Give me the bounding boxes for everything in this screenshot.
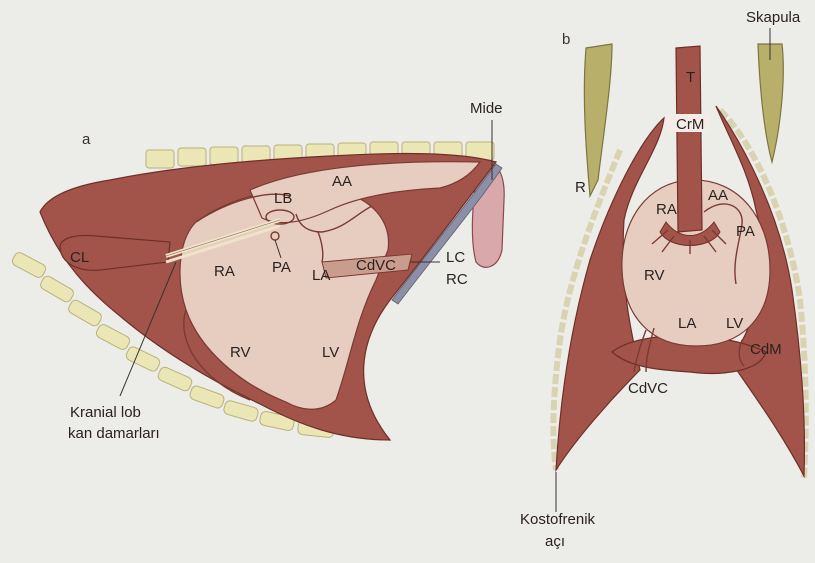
panel-a: a Mide LB AA CL RA PA LA CdVC LC RC RV L… — [11, 100, 504, 442]
label-b-r: R — [575, 179, 586, 196]
label-a-lv: LV — [322, 344, 339, 361]
label-a-rv: RV — [230, 344, 251, 361]
label-b-la: LA — [678, 315, 696, 332]
caption-b-line1: Kostofrenik — [520, 511, 596, 528]
label-b-ra: RA — [656, 201, 677, 218]
label-a-lc: LC — [446, 249, 465, 266]
label-b-cdvc: CdVC — [628, 380, 668, 397]
label-mide: Mide — [470, 100, 503, 117]
label-b-cdm: CdM — [750, 341, 782, 358]
caption-a-line2: kan damarları — [68, 425, 160, 442]
label-b-aa: AA — [708, 187, 728, 204]
panel-b: b Skapula T CrM R RA AA PA RV LA LV CdM … — [520, 9, 806, 550]
label-a-cl: CL — [70, 249, 89, 266]
scapula-right — [758, 44, 783, 162]
caption-b-line2: açı — [545, 533, 565, 550]
caption-a-line1: Kranial lob — [70, 404, 141, 421]
label-a-rc: RC — [446, 271, 468, 288]
label-skapula: Skapula — [746, 9, 801, 26]
label-a-lb: LB — [274, 190, 292, 207]
label-b-crm: CrM — [676, 116, 704, 133]
label-a-ra: RA — [214, 263, 235, 280]
label-a-aa: AA — [332, 173, 352, 190]
label-b-rv: RV — [644, 267, 665, 284]
panel-a-letter: a — [82, 131, 91, 148]
label-b-lv: LV — [726, 315, 743, 332]
label-a-cdvc: CdVC — [356, 257, 396, 274]
panel-b-letter: b — [562, 31, 570, 48]
label-a-la: LA — [312, 267, 330, 284]
label-b-t: T — [686, 69, 695, 86]
label-a-pa: PA — [272, 259, 291, 276]
label-b-pa: PA — [736, 223, 755, 240]
